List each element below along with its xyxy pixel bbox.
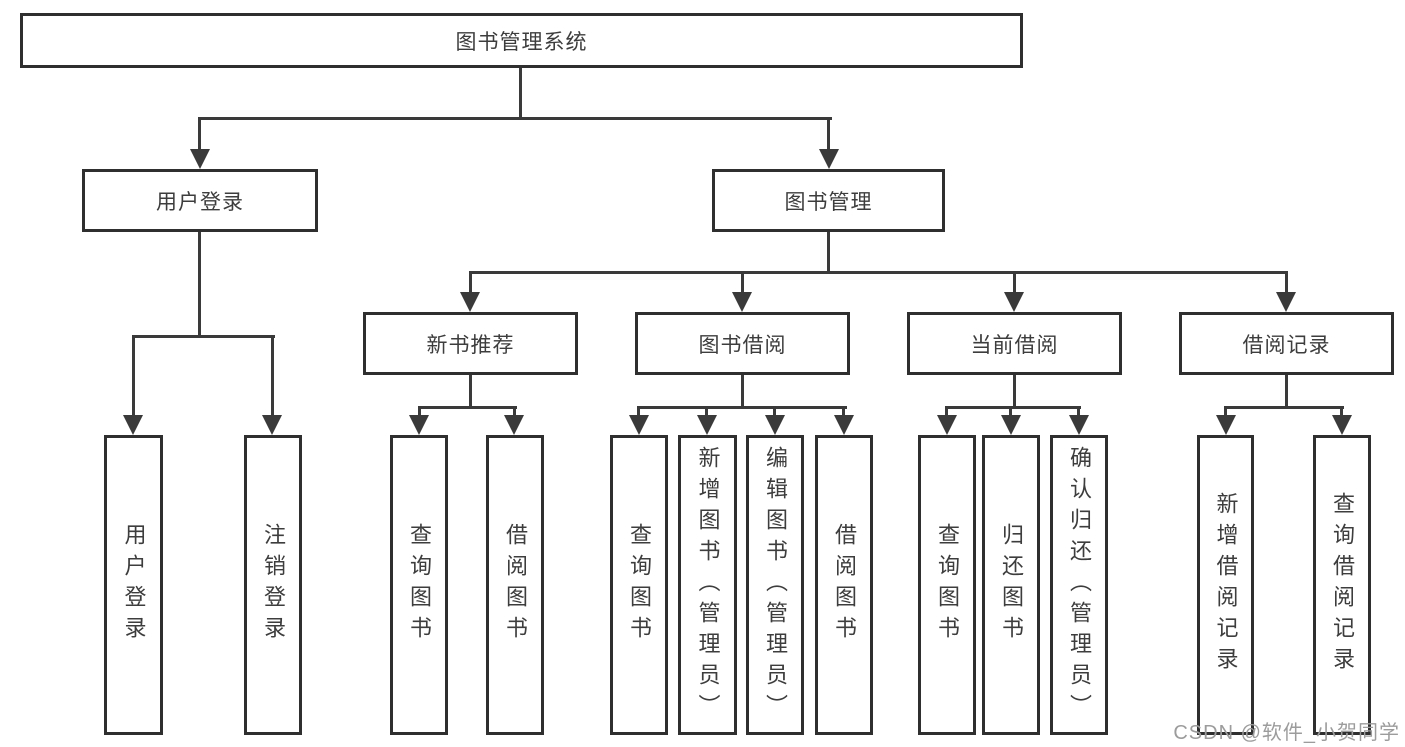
- node-book-borrow-label: 图书借阅: [698, 333, 787, 357]
- node-leaf-bor-add: 新增图书（管理员）: [678, 435, 737, 735]
- connector-book-borrow-stem: [741, 375, 744, 409]
- node-leaf-recd-query-label: 查询借阅记录: [1330, 492, 1355, 678]
- node-leaf-logout: 注销登录: [244, 435, 302, 735]
- node-leaf-cur-return: 归还图书: [982, 435, 1040, 735]
- node-current-borrow-label: 当前借阅: [970, 333, 1059, 357]
- connector-book-mgmt-branch: [469, 271, 1288, 274]
- arrow-book-mgmt: [819, 149, 839, 169]
- node-book-mgmt-label: 图书管理: [784, 190, 873, 214]
- node-leaf-bor-query-label: 查询图书: [627, 523, 652, 647]
- connector-borrow-records-drop: [1285, 271, 1288, 296]
- arrow-leaf-recd-query: [1332, 415, 1352, 435]
- connector-leaf-bor-query-drop: [637, 406, 640, 420]
- connector-leaf-recd-query-drop: [1340, 406, 1343, 420]
- node-leaf-bor-edit-label: 编辑图书（管理员）: [763, 445, 788, 725]
- connector-leaf-logout-drop: [271, 335, 274, 417]
- connector-book-mgmt-drop: [827, 117, 830, 152]
- node-leaf-bor-add-label: 新增图书（管理员）: [695, 445, 721, 725]
- arrow-leaf-cur-return: [1001, 415, 1021, 435]
- connector-leaf-bor-edit-drop: [773, 406, 776, 420]
- arrow-leaf-rec-query: [409, 415, 429, 435]
- connector-root-stem: [519, 68, 522, 120]
- node-leaf-rec-query-label: 查询图书: [407, 523, 432, 647]
- node-leaf-bor-edit: 编辑图书（管理员）: [746, 435, 804, 735]
- node-leaf-bor-borrow: 借阅图书: [815, 435, 873, 735]
- connector-leaf-bor-borrow-drop: [842, 406, 845, 420]
- connector-leaf-cur-confirm-drop: [1077, 406, 1080, 420]
- arrow-leaf-bor-query: [629, 415, 649, 435]
- node-leaf-cur-confirm-label: 确认归还（管理员）: [1067, 445, 1092, 725]
- arrow-leaf-logout: [262, 415, 282, 435]
- node-new-book-rec-label: 新书推荐: [426, 333, 515, 357]
- node-leaf-cur-confirm: 确认归还（管理员）: [1050, 435, 1108, 735]
- connector-current-borrow-drop: [1013, 271, 1016, 296]
- connector-user-login-branch: [132, 335, 275, 338]
- connector-user-login-drop: [198, 117, 201, 152]
- watermark: CSDN @软件_小贺同学: [1173, 722, 1400, 744]
- arrow-leaf-recd-add: [1216, 415, 1236, 435]
- connector-leaf-recd-add-drop: [1224, 406, 1227, 420]
- node-leaf-user-login: 用户登录: [104, 435, 163, 735]
- connector-leaf-rec-query-drop: [418, 406, 421, 420]
- connector-book-mgmt-stem: [827, 232, 830, 274]
- connector-new-book-rec-stem: [469, 375, 472, 409]
- connector-leaf-cur-return-drop: [1009, 406, 1012, 420]
- node-leaf-bor-borrow-label: 借阅图书: [832, 523, 857, 647]
- arrow-leaf-cur-query: [937, 415, 957, 435]
- node-leaf-rec-borrow-label: 借阅图书: [503, 523, 528, 647]
- node-current-borrow: 当前借阅: [907, 312, 1122, 375]
- node-user-login: 用户登录: [82, 169, 318, 232]
- connector-leaf-cur-query-drop: [945, 406, 948, 420]
- node-book-borrow: 图书借阅: [635, 312, 850, 375]
- arrow-leaf-bor-borrow: [834, 415, 854, 435]
- node-leaf-recd-add: 新增借阅记录: [1197, 435, 1254, 735]
- node-leaf-cur-query: 查询图书: [918, 435, 976, 735]
- node-leaf-cur-query-label: 查询图书: [935, 523, 960, 647]
- connector-new-book-rec-drop: [469, 271, 472, 296]
- node-borrow-records-label: 借阅记录: [1242, 333, 1331, 357]
- connector-user-login-stem: [198, 232, 201, 338]
- connector-current-borrow-stem: [1013, 375, 1016, 409]
- node-new-book-rec: 新书推荐: [363, 312, 578, 375]
- node-leaf-bor-query: 查询图书: [610, 435, 668, 735]
- node-leaf-cur-return-label: 归还图书: [999, 523, 1024, 647]
- arrow-new-book-rec: [460, 292, 480, 312]
- connector-borrow-records-branch: [1224, 406, 1344, 409]
- node-leaf-recd-query: 查询借阅记录: [1313, 435, 1371, 735]
- arrow-borrow-records: [1276, 292, 1296, 312]
- node-leaf-recd-add-label: 新增借阅记录: [1213, 492, 1239, 678]
- arrow-leaf-bor-edit: [765, 415, 785, 435]
- arrow-book-borrow: [732, 292, 752, 312]
- node-leaf-logout-label: 注销登录: [261, 523, 286, 647]
- arrow-leaf-rec-borrow: [504, 415, 524, 435]
- connector-leaf-user-login-drop: [132, 335, 135, 417]
- arrow-leaf-bor-add: [697, 415, 717, 435]
- connector-book-borrow-drop: [741, 271, 744, 296]
- node-root: 图书管理系统: [20, 13, 1023, 68]
- connector-leaf-bor-add-drop: [705, 406, 708, 420]
- arrow-user-login: [190, 149, 210, 169]
- node-root-label: 图书管理系统: [455, 30, 588, 54]
- connector-current-borrow-branch: [945, 406, 1081, 409]
- connector-borrow-records-stem: [1285, 375, 1288, 409]
- node-leaf-user-login-label: 用户登录: [121, 523, 147, 647]
- connector-leaf-rec-borrow-drop: [513, 406, 516, 420]
- node-user-login-label: 用户登录: [156, 190, 244, 214]
- node-borrow-records: 借阅记录: [1179, 312, 1394, 375]
- node-leaf-rec-borrow: 借阅图书: [486, 435, 544, 735]
- connector-root-branch: [198, 117, 832, 120]
- node-book-mgmt: 图书管理: [712, 169, 945, 232]
- node-leaf-rec-query: 查询图书: [390, 435, 448, 735]
- connector-book-borrow-branch: [637, 406, 847, 409]
- arrow-leaf-cur-confirm: [1069, 415, 1089, 435]
- connector-new-book-rec-branch: [418, 406, 517, 409]
- arrow-leaf-user-login: [123, 415, 143, 435]
- arrow-current-borrow: [1004, 292, 1024, 312]
